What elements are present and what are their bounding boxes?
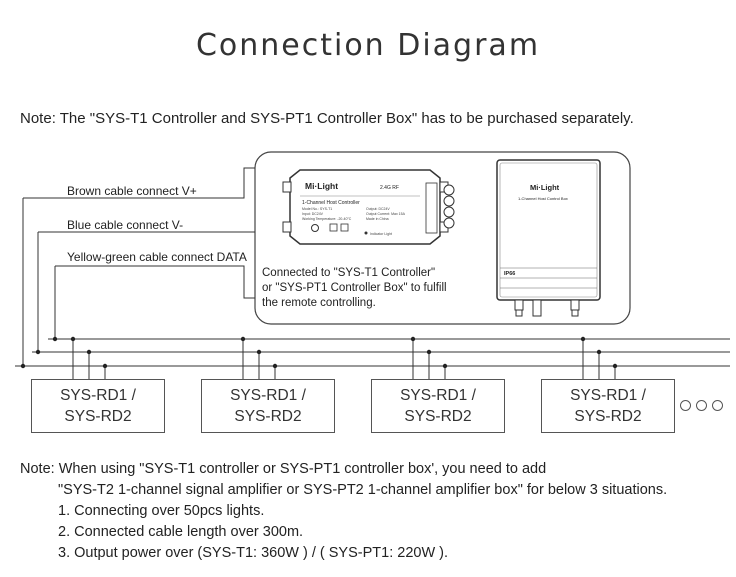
controller-note-line3: the remote controlling. xyxy=(262,297,376,309)
rd-box-4: SYS-RD1 / SYS-RD2 xyxy=(541,379,675,433)
junction-dot xyxy=(256,349,262,355)
data-cable-line xyxy=(55,265,255,299)
continuation-dot-icon xyxy=(696,400,707,411)
junction-dot xyxy=(612,363,618,369)
rd-box-1-line1: SYS-RD1 / xyxy=(60,387,136,404)
note-amplifier: Note: When using "SYS-T1 controller or S… xyxy=(20,459,667,564)
pt1-ip: IP66 xyxy=(504,271,515,277)
note-amplifier-line1: : When using "SYS-T1 controller or SYS-P… xyxy=(50,461,547,477)
t1-spec5: Output Current: Max 15A xyxy=(366,212,406,216)
note-amplifier-line3: 1. Connecting over 50pcs lights. xyxy=(58,503,265,519)
t1-spec3: Working Temperature: -20-40°C xyxy=(302,217,352,221)
rd-box-3: SYS-RD1 / SYS-RD2 xyxy=(371,379,505,433)
rd-box-1-line2: SYS-RD2 xyxy=(64,408,132,425)
rd-box-4-line1: SYS-RD1 / xyxy=(570,387,646,404)
rd-box-3-line1: SYS-RD1 / xyxy=(400,387,476,404)
note-label: Note xyxy=(20,461,51,477)
pt1-name: 1-Channel Host Control Box xyxy=(518,196,568,201)
junction-dot xyxy=(70,336,76,342)
t1-brand: Mi·Light xyxy=(305,181,338,191)
controller-note-line1: Connected to "SYS-T1 Controller" xyxy=(262,267,436,279)
junction-dot xyxy=(426,349,432,355)
sys-pt1-controller-box: Mi·Light 1-Channel Host Control Box IP66 xyxy=(496,159,601,317)
note-purchase: Note: The "SYS-T1 Controller and SYS-PT1… xyxy=(20,110,634,127)
brown-cable-line xyxy=(23,167,255,199)
controller-note-line2: or "SYS-PT1 Controller Box" to fulfill xyxy=(262,282,447,294)
note-amplifier-line4: 2. Connected cable length over 300m. xyxy=(58,524,304,540)
rd-box-3-line2: SYS-RD2 xyxy=(404,408,472,425)
blue-cable-label: Blue cable connect V- xyxy=(67,218,184,232)
note-amplifier-line2: "SYS-T2 1-channel signal amplifier or SY… xyxy=(58,482,668,498)
junction-dot xyxy=(580,336,586,342)
page-title: Connection Diagram xyxy=(195,28,541,63)
junction-dot xyxy=(442,363,448,369)
brown-cable-label: Brown cable connect V+ xyxy=(67,184,197,198)
rd-box-2: SYS-RD1 / SYS-RD2 xyxy=(201,379,335,433)
controller-connection-note: Connected to "SYS-T1 Controller" or "SYS… xyxy=(262,266,447,311)
rd-box-4-line2: SYS-RD2 xyxy=(574,408,642,425)
t1-spec6: Made in China xyxy=(366,217,389,221)
note-amplifier-line5: 3. Output power over (SYS-T1: 360W ) / (… xyxy=(58,545,449,561)
sys-t1-controller-device: Mi·Light 2.4G RF 1-Channel Host Controll… xyxy=(282,169,455,245)
junction-dot xyxy=(596,349,602,355)
rd-connection-drops xyxy=(70,336,618,379)
junction-dot xyxy=(410,336,416,342)
junction-dot xyxy=(102,363,108,369)
junction-dot xyxy=(86,349,92,355)
pt1-brand: Mi·Light xyxy=(530,183,560,192)
t1-spec1: Model No.: SYS-T1 xyxy=(302,207,332,211)
continuation-dot-icon xyxy=(680,400,691,411)
t1-spec2: Input: DC24V xyxy=(302,212,324,216)
continuation-dot-icon xyxy=(712,400,723,411)
note-purchase-text: : The "SYS-T1 Controller and SYS-PT1 Con… xyxy=(51,110,634,127)
data-cable-label: Yellow-green cable connect DATA xyxy=(67,250,247,264)
continuation-dots xyxy=(680,398,728,416)
t1-badge: 2.4G RF xyxy=(380,185,399,191)
junction-dot xyxy=(240,336,246,342)
junction-dot xyxy=(272,363,278,369)
t1-name: 1-Channel Host Controller xyxy=(302,200,360,206)
rd-box-1: SYS-RD1 / SYS-RD2 xyxy=(31,379,165,433)
note-label: Note xyxy=(20,110,52,127)
t1-spec4: Output: DC24V xyxy=(366,207,390,211)
rd-box-2-line2: SYS-RD2 xyxy=(234,408,302,425)
rd-box-2-line1: SYS-RD1 / xyxy=(230,387,306,404)
t1-indicator: Indicator Light xyxy=(370,232,392,236)
